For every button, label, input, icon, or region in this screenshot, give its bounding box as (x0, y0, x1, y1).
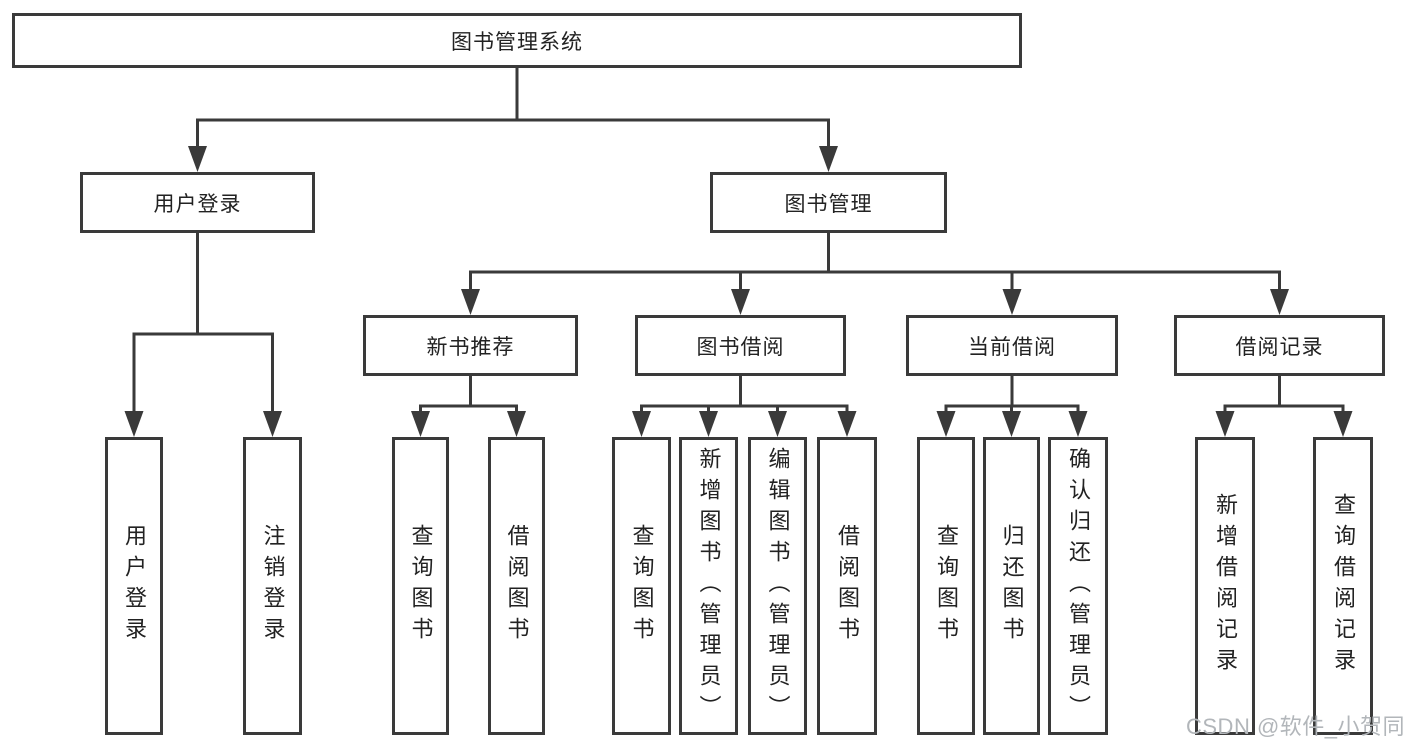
node-label: 查询图书 (408, 524, 434, 648)
node-root: 图书管理系统 (12, 13, 1022, 68)
node-label: 借阅图书 (835, 524, 860, 648)
node-current-borrow: 当前借阅 (906, 315, 1118, 376)
node-label: 查询图书 (629, 524, 655, 648)
node-label: 图书借阅 (696, 335, 785, 359)
node-label: 当前借阅 (968, 335, 1056, 359)
leaf-return-book: 归还图书 (983, 437, 1040, 735)
leaf-add-book-admin: 新增图书（管理员） (679, 437, 738, 735)
leaf-user-login: 用户登录 (105, 437, 163, 735)
leaf-logout: 注销登录 (243, 437, 302, 735)
node-new-book-recommend: 新书推荐 (363, 315, 578, 376)
leaf-add-borrow-record: 新增借阅记录 (1195, 437, 1255, 735)
leaf-borrow-books: 借阅图书 (817, 437, 877, 735)
leaf-query-books-recommend: 查询图书 (392, 437, 449, 735)
watermark: CSDN @软件_小贺同学 (1186, 714, 1405, 739)
node-book-borrow: 图书借阅 (635, 315, 846, 376)
node-label: 查询借阅记录 (1331, 493, 1356, 679)
node-label: 查询图书 (934, 524, 959, 648)
leaf-borrow-books-recommend: 借阅图书 (488, 437, 545, 735)
node-label: 确认归还（管理员） (1066, 446, 1091, 726)
node-label: 用户登录 (153, 192, 242, 216)
node-label: 图书管理 (784, 192, 873, 216)
leaf-query-books-current: 查询图书 (917, 437, 975, 735)
node-borrow-records: 借阅记录 (1174, 315, 1385, 376)
node-label: 新增借阅记录 (1213, 493, 1238, 679)
node-user-login: 用户登录 (80, 172, 315, 233)
node-label: 图书管理系统 (451, 30, 583, 54)
leaf-query-borrow-record: 查询借阅记录 (1313, 437, 1373, 735)
leaf-confirm-return-admin: 确认归还（管理员） (1048, 437, 1108, 735)
node-book-management: 图书管理 (710, 172, 947, 233)
leaf-query-books-borrow: 查询图书 (612, 437, 671, 735)
node-label: 借阅记录 (1235, 335, 1324, 359)
node-label: 借阅图书 (504, 524, 530, 648)
node-label: 注销登录 (260, 524, 286, 648)
node-label: 新书推荐 (426, 335, 515, 359)
leaf-edit-book-admin: 编辑图书（管理员） (748, 437, 807, 735)
node-label: 用户登录 (122, 524, 147, 648)
node-label: 新增图书（管理员） (696, 446, 722, 726)
node-label: 编辑图书（管理员） (765, 446, 791, 726)
node-label: 归还图书 (999, 524, 1025, 648)
